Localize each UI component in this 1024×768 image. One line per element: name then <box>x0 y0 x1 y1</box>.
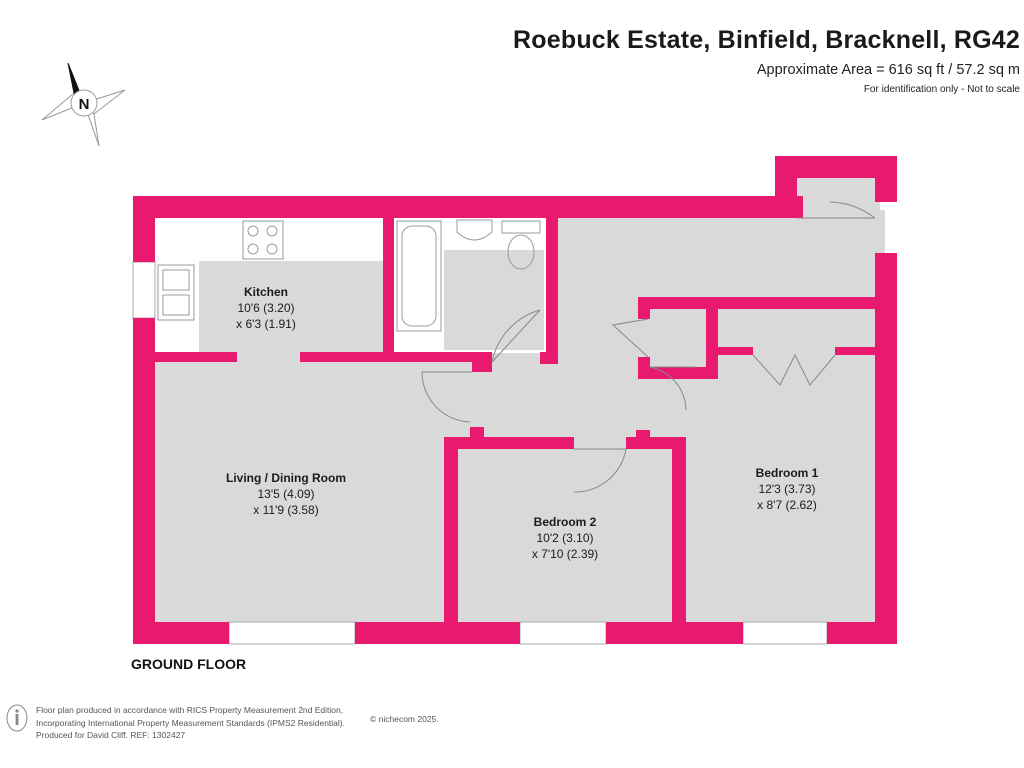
room-bedroom2-label: Bedroom 2 10'2 (3.10) x 7'10 (2.39) <box>532 515 598 561</box>
kitchen-dim1: 10'6 (3.20) <box>238 301 295 315</box>
copyright: © nichecom 2025. <box>370 714 439 724</box>
property-title: Roebuck Estate, Binfield, Bracknell, RG4… <box>513 26 1020 54</box>
footer-text: Floor plan produced in accordance with R… <box>36 704 345 742</box>
info-icon <box>6 704 28 732</box>
walls <box>133 156 897 644</box>
bedroom1-name: Bedroom 1 <box>756 466 819 480</box>
footer-line-1: Floor plan produced in accordance with R… <box>36 705 344 715</box>
room-bedroom1-label: Bedroom 1 12'3 (3.73) x 8'7 (2.62) <box>756 466 819 512</box>
bedroom2-dim2: x 7'10 (2.39) <box>532 547 598 561</box>
living-name: Living / Dining Room <box>226 471 346 485</box>
footer-line-2: Incorporating International Property Mea… <box>36 717 345 728</box>
approximate-area: Approximate Area = 616 sq ft / 57.2 sq m <box>756 62 1020 78</box>
basin-icon <box>456 219 493 241</box>
windows <box>132 261 828 645</box>
floor-label: GROUND FLOOR <box>131 656 247 672</box>
kitchen-counter-side <box>155 218 199 353</box>
room-kitchen-label: Kitchen 10'6 (3.20) x 6'3 (1.91) <box>236 285 296 331</box>
compass-letter: N <box>79 96 90 113</box>
sink-icon <box>157 264 195 321</box>
toilet-icon <box>501 220 541 270</box>
kitchen-dim2: x 6'3 (1.91) <box>236 317 296 331</box>
bedroom2-name: Bedroom 2 <box>534 515 597 529</box>
living-dim1: 13'5 (4.09) <box>258 487 315 501</box>
bedroom1-dim1: 12'3 (3.73) <box>759 482 816 496</box>
north-arrow-icon: N <box>41 62 126 147</box>
room-living-label: Living / Dining Room 13'5 (4.09) x 11'9 … <box>226 471 346 517</box>
bath-icon <box>396 220 442 332</box>
scale-note: For identification only - Not to scale <box>863 84 1020 95</box>
kitchen-name: Kitchen <box>244 285 288 299</box>
footer-line-3: Produced for David Cliff. REF: 1302427 <box>36 730 186 740</box>
bedroom1-dim2: x 8'7 (2.62) <box>757 498 817 512</box>
bedroom2-dim1: 10'2 (3.10) <box>537 531 594 545</box>
hob-icon <box>242 220 284 260</box>
door-swings <box>421 201 876 493</box>
living-dim2: x 11'9 (3.58) <box>253 503 318 517</box>
